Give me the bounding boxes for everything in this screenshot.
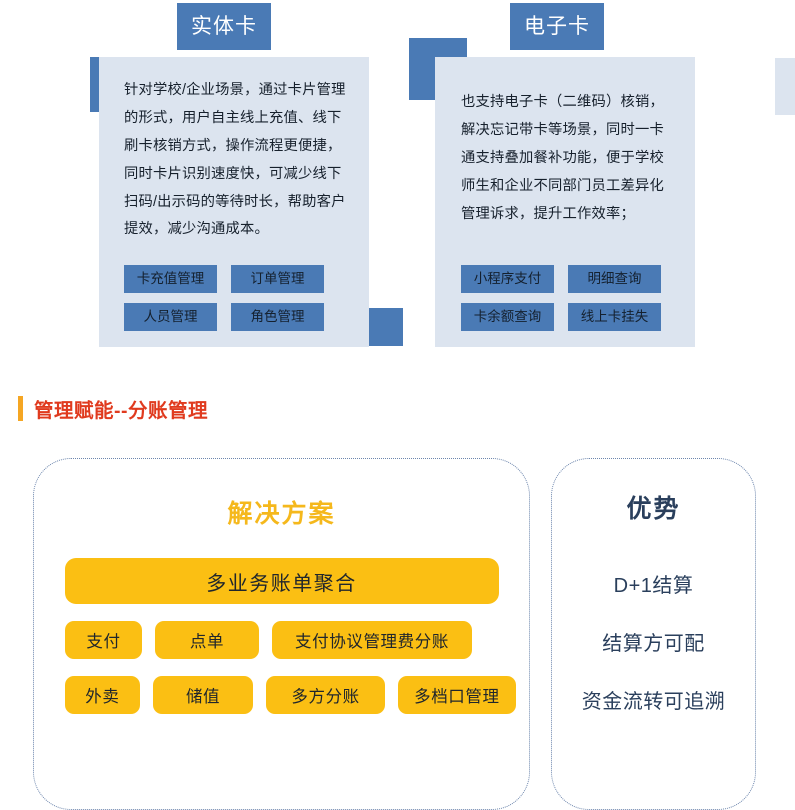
tag-item[interactable]: 小程序支付 xyxy=(461,265,554,293)
solution-pill[interactable]: 多档口管理 xyxy=(397,676,516,714)
advantage-panel-title: 优势 xyxy=(626,495,681,523)
heading-accent-bar xyxy=(18,396,23,421)
section-heading: 管理赋能--分账管理 xyxy=(18,394,208,423)
tag-item[interactable]: 订单管理 xyxy=(231,265,324,293)
tag-item[interactable]: 卡充值管理 xyxy=(124,265,217,293)
solution-panel: 解决方案 多业务账单聚合 支付 点单 支付协议管理费分账 外卖 储值 多方分账 … xyxy=(33,458,530,810)
card-tab-physical: 实体卡 xyxy=(177,3,271,50)
solution-pill[interactable]: 点单 xyxy=(155,621,259,659)
tag-item[interactable]: 角色管理 xyxy=(231,303,324,331)
card-tag-list-electronic: 小程序支付 明细查询 卡余额查询 线上卡挂失 xyxy=(435,265,695,341)
card-description-electronic: 也支持电子卡（二维码）核销，解决忘记带卡等场景，同时一卡通支持叠加餐补功能，便于… xyxy=(461,94,664,222)
advantage-item: 结算方可配 xyxy=(602,633,705,655)
solution-pill[interactable]: 外卖 xyxy=(65,676,140,714)
tag-item[interactable]: 明细查询 xyxy=(568,265,661,293)
solution-pill[interactable]: 支付协议管理费分账 xyxy=(272,621,472,659)
solution-pill-row-1: 支付 点单 支付协议管理费分账 xyxy=(65,621,529,659)
tag-item[interactable]: 卡余额查询 xyxy=(461,303,554,331)
card-description-physical: 针对学校/企业场景，通过卡片管理的形式，用户自主线上充值、线下刷卡核销方式，操作… xyxy=(124,82,346,238)
section-heading-text: 管理赋能--分账管理 xyxy=(34,400,208,422)
tag-item[interactable]: 人员管理 xyxy=(124,303,217,331)
card-tab-electronic: 电子卡 xyxy=(510,3,604,50)
solution-pill[interactable]: 储值 xyxy=(152,676,254,714)
solution-pill[interactable]: 多方分账 xyxy=(266,676,385,714)
tag-item[interactable]: 线上卡挂失 xyxy=(568,303,661,331)
decorative-square-bottom-right xyxy=(368,308,403,346)
solution-main-pill[interactable]: 多业务账单聚合 xyxy=(64,558,499,604)
card-tag-list-physical: 卡充值管理 订单管理 人员管理 角色管理 xyxy=(99,265,369,341)
solution-pill[interactable]: 支付 xyxy=(65,621,142,659)
advantage-item: D+1结算 xyxy=(613,575,694,597)
card-comparison-section: 实体卡 针对学校/企业场景，通过卡片管理的形式，用户自主线上充值、线下刷卡核销方… xyxy=(0,0,795,372)
solution-pill-row-2: 外卖 储值 多方分账 多档口管理 xyxy=(65,676,529,714)
card-body-physical: 针对学校/企业场景，通过卡片管理的形式，用户自主线上充值、线下刷卡核销方式，操作… xyxy=(99,57,369,347)
card-body-electronic: 也支持电子卡（二维码）核销，解决忘记带卡等场景，同时一卡通支持叠加餐补功能，便于… xyxy=(435,57,695,347)
solution-panel-title: 解决方案 xyxy=(227,500,336,528)
decorative-strip-right xyxy=(775,58,795,115)
advantage-item: 资金流转可追溯 xyxy=(581,691,726,713)
advantage-panel: 优势 D+1结算 结算方可配 资金流转可追溯 xyxy=(551,458,756,810)
